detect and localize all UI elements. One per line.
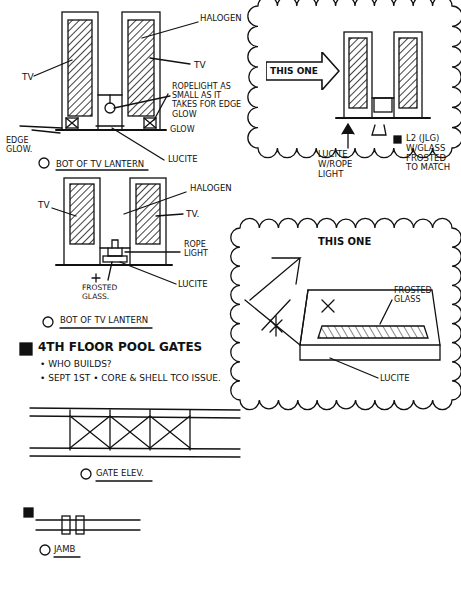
note: L2 (JLG) W/GLASS FROSTED TO MATCH xyxy=(406,134,454,173)
part-label: LUCITE xyxy=(168,155,198,165)
part-label: HALOGEN xyxy=(200,14,242,24)
tv-lantern-section-2 xyxy=(43,178,186,328)
tv-lantern-option-1 xyxy=(336,32,430,148)
part-label: HALOGEN xyxy=(190,184,232,194)
note: THIS ONE xyxy=(318,236,371,248)
part-label: FROSTED GLASS. xyxy=(82,284,126,301)
note: ROPELIGHT AS SMALL AS IT TAKES FOR EDGE … xyxy=(172,82,246,119)
part-label: FROSTED GLASS xyxy=(394,286,442,304)
part-label: TV xyxy=(22,72,34,82)
note: • SEPT 1ST • CORE & SHELL TCO ISSUE. xyxy=(40,373,221,383)
arrow-label: THIS ONE xyxy=(270,66,318,76)
part-label: TV xyxy=(38,200,50,210)
tv-lantern-option-2 xyxy=(245,258,440,378)
view-title: JAMB xyxy=(54,545,75,555)
part-label: ROPE LIGHT xyxy=(184,240,220,258)
view-title: BOT OF TV LANTERN xyxy=(60,316,148,326)
note: EDGE GLOW. xyxy=(6,136,46,154)
cloud-outline xyxy=(230,218,461,409)
part-label: LUCITE xyxy=(380,374,410,384)
pool-gate-elevation xyxy=(20,343,240,481)
section-heading: 4TH FLOOR POOL GATES xyxy=(38,341,202,355)
part-label: TV. xyxy=(186,209,199,219)
part-label: TV xyxy=(194,60,206,70)
part-label: LUCITE xyxy=(178,280,208,290)
note: GLOW xyxy=(170,125,195,134)
tv-lantern-section-1 xyxy=(20,12,198,170)
note: • WHO BUILDS? xyxy=(40,359,112,369)
view-title: BOT OF TV LANTERN xyxy=(56,160,144,170)
view-title: GATE ELEV. xyxy=(96,469,144,479)
block-arrow: THIS ONE xyxy=(266,52,340,90)
jamb-plan xyxy=(24,508,140,557)
note: LUCITE W/ROPE LIGHT xyxy=(318,150,374,179)
